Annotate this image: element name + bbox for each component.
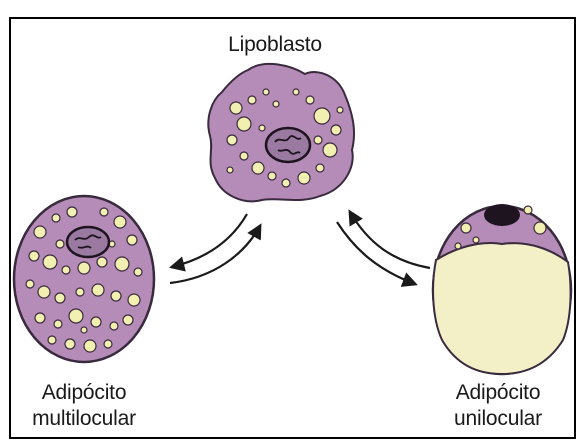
- multilocular-lipid-droplet: [115, 257, 129, 271]
- multilocular-lipid-droplet: [65, 339, 75, 349]
- lipoblast-lipid-droplet: [337, 107, 343, 113]
- multilocular-lipid-droplet: [134, 268, 142, 276]
- lipoblast-lipid-droplet: [252, 162, 264, 174]
- unilocular-lipid-droplet: [473, 237, 479, 243]
- lipoblast-lipid-droplet: [273, 101, 279, 107]
- label-multilocular-adipocyte: Adipócito multilocular: [14, 380, 154, 432]
- multilocular-cytoplasm: [14, 196, 154, 362]
- multilocular-lipid-droplet: [38, 286, 50, 298]
- unilocular-lipid-vacuole: [433, 243, 570, 374]
- multilocular-lipid-droplet: [81, 327, 87, 333]
- lipoblast-lipid-droplet: [282, 179, 290, 187]
- lipoblast-lipid-droplet: [293, 89, 299, 95]
- unilocular-nucleus: [484, 204, 520, 226]
- multilocular-lipid-droplet: [104, 340, 112, 348]
- multilocular-lipid-droplet: [97, 257, 107, 267]
- multilocular-lipid-droplet: [29, 251, 39, 261]
- arrow-unilocular-to-lipoblast: [350, 212, 430, 268]
- multilocular-lipid-droplet: [52, 214, 60, 222]
- arrow-lipoblast-to-multilocular: [172, 214, 247, 267]
- lipoblast-lipid-droplet: [227, 135, 237, 145]
- lipoblast-nucleus: [266, 128, 310, 162]
- multilocular-lipid-droplet: [43, 255, 57, 269]
- lipoblast-lipid-droplet: [263, 89, 269, 95]
- multilocular-lipid-droplet: [55, 293, 65, 303]
- multilocular-lipid-droplet: [127, 235, 137, 245]
- label-multilocular-line2: multilocular: [14, 406, 154, 432]
- multilocular-nucleus: [67, 227, 109, 257]
- conversion-arrows: [170, 212, 430, 284]
- multilocular-lipid-droplet: [78, 262, 90, 274]
- lipoblast-lipid-droplet: [240, 152, 248, 160]
- multilocular-lipid-droplet: [67, 207, 77, 217]
- multilocular-lipid-droplet: [92, 284, 104, 296]
- unilocular-lipid-droplet: [455, 243, 461, 249]
- multilocular-lipid-droplet: [54, 320, 62, 328]
- lipoblast-lipid-droplet: [314, 108, 330, 124]
- unilocular-lipid-droplet: [461, 223, 471, 233]
- lipoblast-lipid-droplet: [316, 164, 324, 172]
- lipoblast-lipid-droplet: [259, 125, 265, 131]
- unilocular-lipid-droplet: [524, 206, 532, 214]
- multilocular-lipid-droplet: [123, 315, 133, 325]
- multilocular-lipid-droplet: [34, 226, 46, 238]
- arrow-multilocular-to-lipoblast: [170, 226, 260, 283]
- multilocular-lipid-droplet: [100, 208, 108, 216]
- lipoblast-lipid-droplet: [248, 96, 256, 104]
- multilocular-lipid-droplet: [84, 340, 96, 352]
- label-multilocular-line1: Adipócito: [14, 380, 154, 406]
- lipoblast-lipid-droplet: [323, 143, 337, 157]
- lipoblast-lipid-droplet: [227, 167, 233, 173]
- unilocular-adipocyte-cell: [433, 204, 571, 374]
- multilocular-lipid-droplet: [62, 266, 70, 274]
- multilocular-lipid-droplet: [69, 309, 83, 323]
- lipoblast-lipid-droplet: [298, 172, 310, 184]
- multilocular-lipid-droplet: [128, 294, 140, 306]
- label-unilocular-adipocyte: Adipócito unilocular: [428, 380, 568, 432]
- label-lipoblast: Lipoblasto: [200, 33, 350, 57]
- multilocular-lipid-droplet: [111, 291, 121, 301]
- lipoblast-lipid-droplet: [306, 96, 314, 104]
- lipoblast-lipid-droplet: [314, 136, 322, 144]
- lipoblast-cell: [208, 64, 354, 201]
- multilocular-lipid-droplet: [91, 317, 101, 327]
- multilocular-lipid-droplet: [35, 313, 45, 323]
- unilocular-lipid-droplet: [534, 222, 546, 234]
- multilocular-lipid-droplet: [110, 322, 118, 330]
- lipoblast-lipid-droplet: [331, 125, 341, 135]
- multilocular-lipid-droplet: [48, 336, 56, 344]
- multilocular-lipid-droplet: [114, 216, 126, 228]
- label-unilocular-line1: Adipócito: [428, 380, 568, 406]
- lipoblast-lipid-droplet: [237, 117, 251, 131]
- multilocular-adipocyte-cell: [14, 196, 154, 362]
- label-unilocular-line2: unilocular: [428, 406, 568, 432]
- multilocular-lipid-droplet: [56, 240, 64, 248]
- multilocular-lipid-droplet: [76, 288, 84, 296]
- multilocular-lipid-droplet: [26, 280, 34, 288]
- arrow-lipoblast-to-unilocular: [337, 222, 415, 284]
- lipoblast-lipid-droplet: [268, 172, 276, 180]
- lipoblast-lipid-droplet: [230, 102, 242, 114]
